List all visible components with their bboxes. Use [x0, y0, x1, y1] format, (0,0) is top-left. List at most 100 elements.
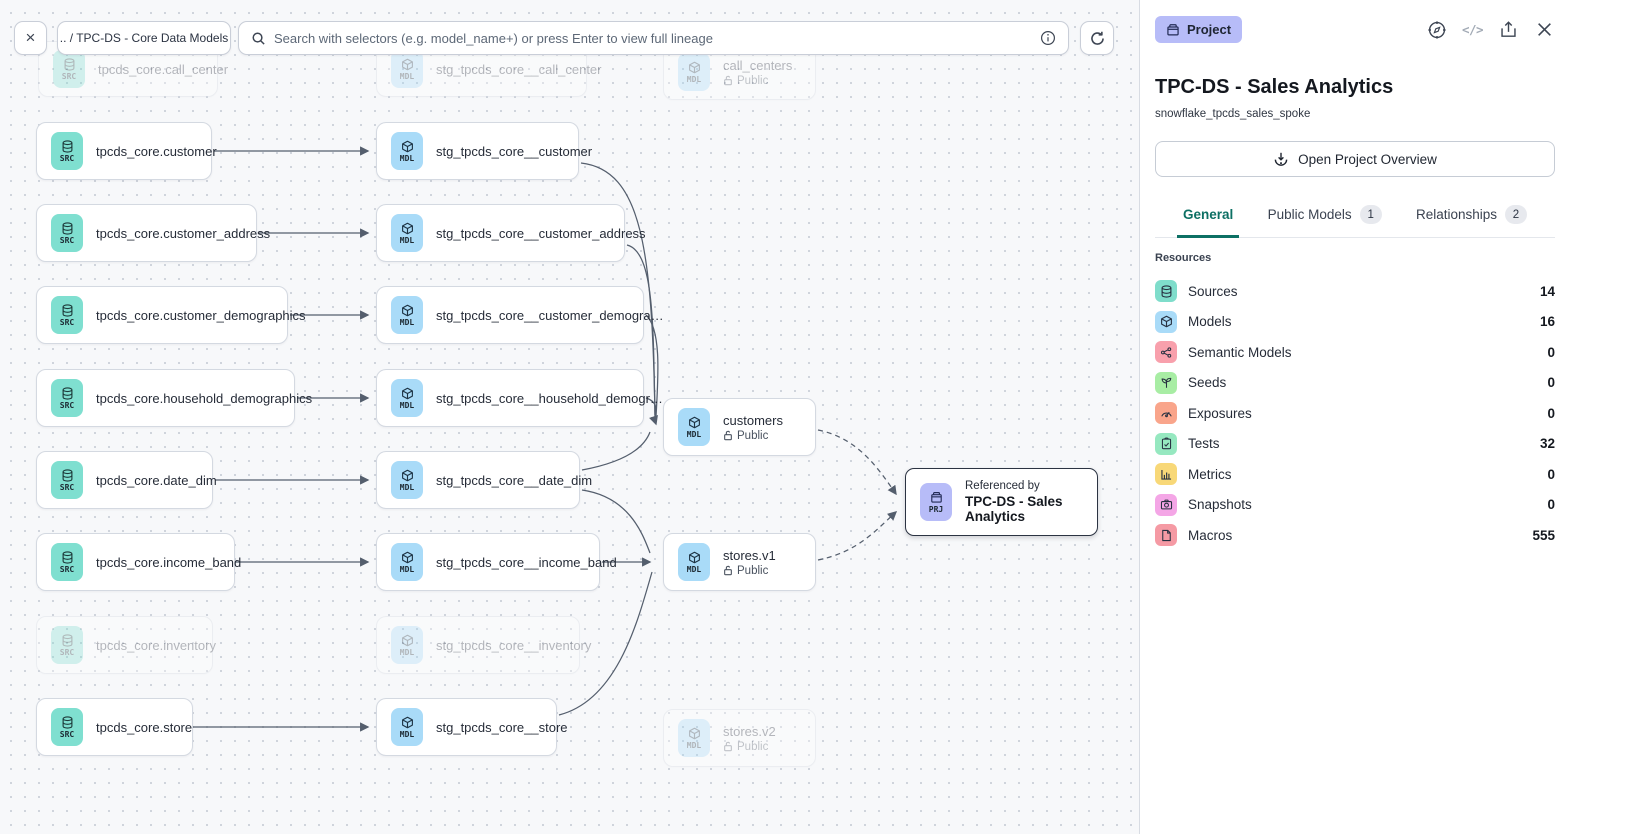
public-tag: Public: [723, 565, 776, 577]
graph-node-source[interactable]: SRC tpcds_core.date_dim: [36, 451, 217, 509]
node-label: call_centers: [723, 57, 793, 73]
node-label: customers: [723, 412, 783, 428]
graph-node-public-model[interactable]: MDL stores.v1 Public: [663, 533, 816, 591]
close-panel-icon[interactable]: [1534, 19, 1555, 40]
node-label: tpcds_core.income_band: [96, 554, 242, 570]
badge-label: MDL: [399, 482, 415, 492]
graph-node-model[interactable]: MDL stg_tpcds_core__store: [376, 698, 568, 756]
refresh-icon: [1089, 30, 1106, 47]
badge-label: MDL: [686, 564, 702, 574]
badge-label: SRC: [59, 317, 75, 327]
graph-node-model[interactable]: MDL stg_tpcds_core__inventory: [376, 616, 591, 674]
node-label: stg_tpcds_core__call_center: [436, 61, 602, 77]
resource-label: Macros: [1188, 527, 1233, 543]
graph-node-model[interactable]: MDL stg_tpcds_core__customer: [376, 122, 592, 180]
project-badge: PRJ: [920, 483, 952, 521]
graph-node-model[interactable]: MDL stg_tpcds_core__household_demogr…: [376, 369, 663, 427]
node-label: stg_tpcds_core__customer_address: [436, 225, 646, 241]
lock-open-icon: [724, 430, 732, 441]
public-tag: Public: [723, 741, 776, 753]
graph-node-source[interactable]: SRC tpcds_core.household_demographics: [36, 369, 312, 427]
graph-node-source[interactable]: SRC tpcds_core.customer_demographics: [36, 286, 306, 344]
badge-label: MDL: [399, 317, 415, 327]
lock-open-icon: [724, 741, 732, 752]
model-badge: MDL: [391, 626, 423, 664]
badge-label: MDL: [399, 400, 415, 410]
badge-label: SRC: [59, 153, 75, 163]
badge-label: SRC: [59, 729, 75, 739]
graph-node-source[interactable]: SRC tpcds_core.store: [36, 698, 193, 756]
resource-row-semantic-models: Semantic Models 0: [1155, 337, 1555, 368]
resource-label: Snapshots: [1188, 497, 1252, 513]
source-badge: SRC: [53, 50, 85, 88]
open-overview-icon: [1274, 152, 1288, 166]
node-label: stg_tpcds_core__income_band: [436, 554, 617, 570]
file-icon: [1155, 524, 1177, 547]
source-badge: SRC: [51, 543, 83, 581]
clipboard-check-icon: [1155, 432, 1177, 455]
share-icon[interactable]: [1498, 19, 1519, 40]
public-tag: Public: [723, 75, 792, 87]
badge-label: SRC: [59, 564, 75, 574]
node-label: stg_tpcds_core__customer: [436, 143, 593, 159]
graph-node-project[interactable]: PRJ Referenced by TPC-DS - Sales Analyti…: [905, 468, 1098, 536]
resource-row-models: Models 16: [1155, 307, 1555, 338]
public-tag: Public: [723, 430, 783, 442]
refresh-button[interactable]: [1080, 21, 1114, 55]
resource-row-metrics: Metrics 0: [1155, 459, 1555, 490]
graph-node-model[interactable]: MDL stg_tpcds_core__customer_address: [376, 204, 646, 262]
details-panel: Project </> TPC-DS - Sales Analytics s: [1139, 0, 1648, 834]
badge-label: MDL: [686, 74, 702, 84]
node-label: stg_tpcds_core__date_dim: [436, 472, 593, 488]
node-label: stores.v2: [723, 723, 776, 739]
lineage-canvas[interactable]: × .. / TPC-DS - Core Data Models SRC tpc…: [0, 0, 1139, 834]
resource-label: Metrics: [1188, 466, 1232, 482]
source-badge: SRC: [51, 214, 83, 252]
resource-row-tests: Tests 32: [1155, 429, 1555, 460]
resource-type-chip: Project: [1155, 16, 1243, 43]
code-icon[interactable]: </>: [1461, 22, 1484, 37]
focus-lineage-icon[interactable]: [1426, 19, 1447, 40]
graph-node-source[interactable]: SRC tpcds_core.customer: [36, 122, 217, 180]
badge-label: SRC: [59, 400, 75, 410]
node-label: tpcds_core.inventory: [96, 637, 216, 653]
search-input[interactable]: [274, 30, 1032, 46]
graph-node-source[interactable]: SRC tpcds_core.inventory: [36, 616, 216, 674]
graph-node-source[interactable]: SRC tpcds_core.income_band: [36, 533, 241, 591]
badge-label: MDL: [399, 729, 415, 739]
resource-count: 16: [1539, 314, 1555, 330]
model-badge: MDL: [678, 719, 710, 757]
badge-label: MDL: [399, 235, 415, 245]
tab-general[interactable]: General: [1177, 197, 1240, 238]
graph-node-model[interactable]: MDL stg_tpcds_core__customer_demogra…: [376, 286, 664, 344]
database-icon: [1155, 280, 1177, 303]
semantic-graph-icon: [1155, 341, 1177, 364]
panel-title: TPC-DS - Sales Analytics: [1155, 76, 1394, 98]
graph-node-public-model[interactable]: MDL customers Public: [663, 398, 816, 456]
source-badge: SRC: [51, 461, 83, 499]
info-icon[interactable]: [1040, 30, 1056, 46]
node-label: stg_tpcds_core__store: [436, 719, 568, 735]
graph-node-model[interactable]: MDL stg_tpcds_core__date_dim: [376, 451, 592, 509]
source-badge: SRC: [51, 132, 83, 170]
node-label: stg_tpcds_core__household_demogr…: [436, 390, 663, 406]
seed-icon: [1155, 371, 1177, 394]
graph-node-public-model[interactable]: MDL stores.v2 Public: [663, 709, 816, 767]
source-badge: SRC: [51, 296, 83, 334]
graph-node-model[interactable]: MDL stg_tpcds_core__income_band: [376, 533, 617, 591]
graph-node-source[interactable]: SRC tpcds_core.customer_address: [36, 204, 270, 262]
badge-label: SRC: [61, 71, 77, 81]
model-badge: MDL: [391, 708, 423, 746]
open-project-overview-button[interactable]: Open Project Overview: [1155, 141, 1555, 177]
resource-label: Models: [1188, 314, 1232, 330]
badge-label: SRC: [59, 647, 75, 657]
breadcrumb[interactable]: .. / TPC-DS - Core Data Models: [57, 21, 231, 55]
source-badge: SRC: [51, 379, 83, 417]
badge-label: MDL: [399, 564, 415, 574]
resource-row-seeds: Seeds 0: [1155, 368, 1555, 399]
lineage-close-button[interactable]: ×: [14, 21, 47, 55]
badge-label: MDL: [686, 429, 702, 439]
